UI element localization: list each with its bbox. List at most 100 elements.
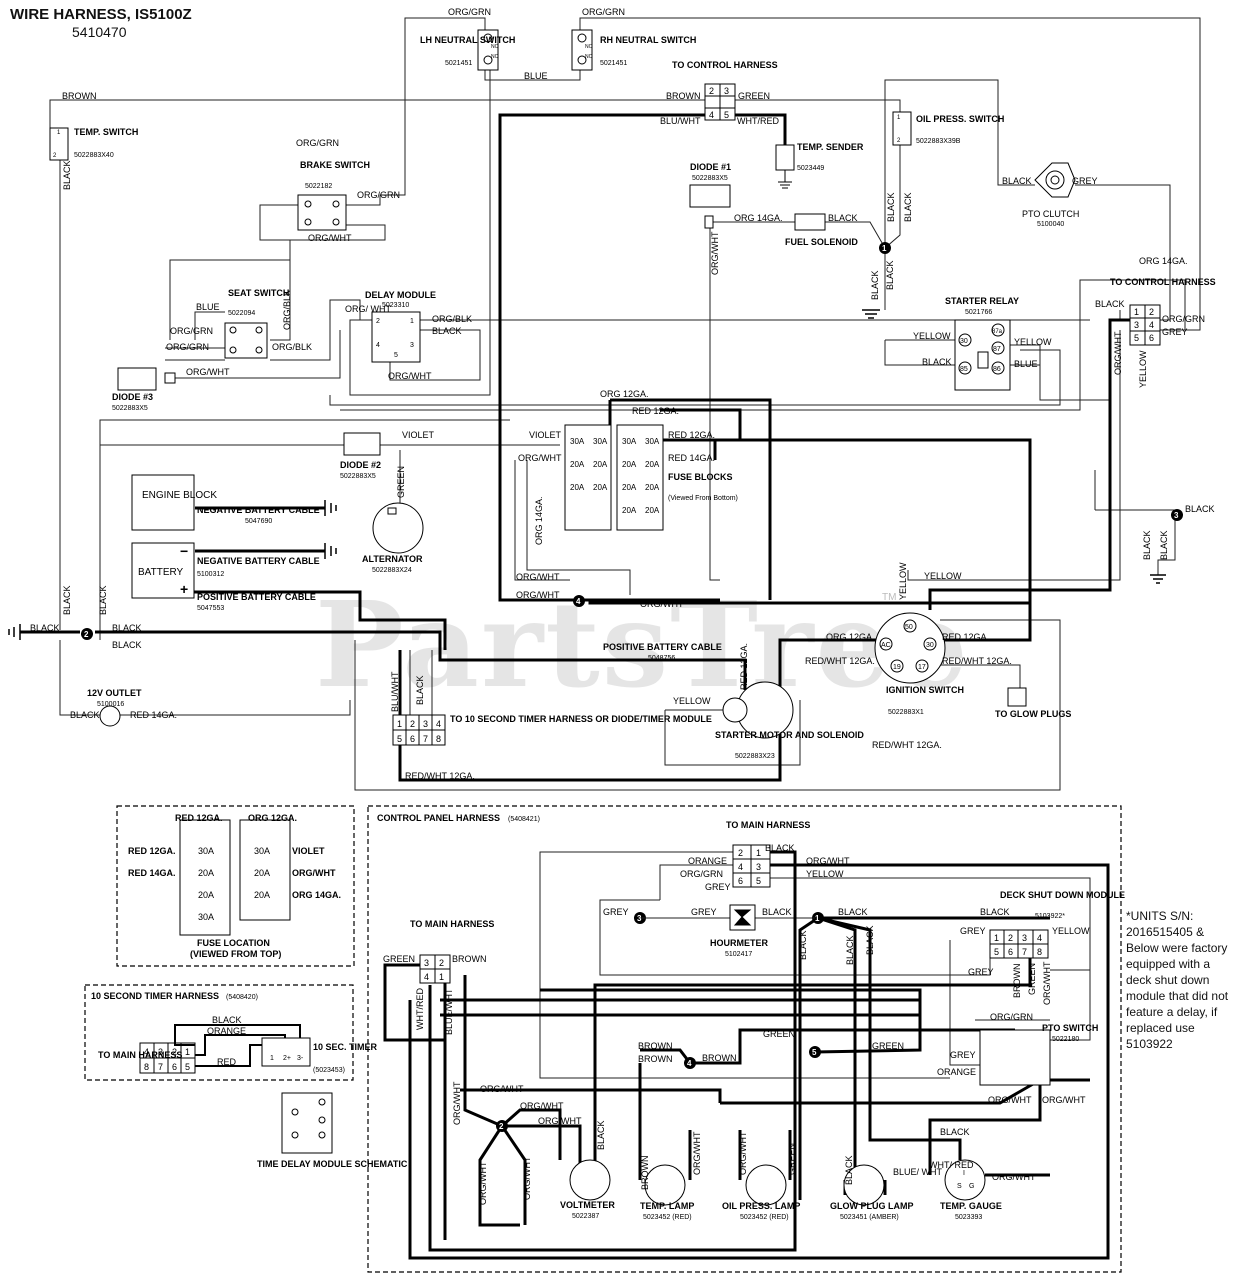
wire-label: BROWN bbox=[452, 954, 487, 964]
label-temp-switch: TEMP. SWITCH bbox=[74, 127, 138, 137]
wire-label: ORG/GRN bbox=[170, 326, 213, 336]
fuse-value: 20A bbox=[593, 460, 608, 469]
pn-starter-motor: 5022883X23 bbox=[735, 753, 775, 760]
wire-label: YELLOW bbox=[1138, 350, 1148, 388]
label-fuse-blocks: FUSE BLOCKS bbox=[668, 472, 733, 482]
oil-press-lamp-icon bbox=[745, 1164, 787, 1206]
wire-label: ORG/BLK bbox=[282, 290, 292, 330]
pin-label: 2+ bbox=[283, 1055, 291, 1062]
brake-switch-icon bbox=[297, 194, 347, 231]
wire-label: RED 14GA. bbox=[130, 710, 177, 720]
pn-delay-module: 5023310 bbox=[382, 302, 409, 309]
pn-battery: 5100312 bbox=[197, 571, 224, 578]
pin-label: 5 bbox=[994, 947, 999, 957]
wire-label: BLACK bbox=[940, 1127, 970, 1137]
pn-pos-cable2: 5048756 bbox=[648, 655, 675, 662]
temp-sender-icon bbox=[775, 144, 795, 171]
cp-thin-wires bbox=[539, 851, 1091, 1080]
battery-icon bbox=[131, 542, 195, 599]
pn-brake-switch: 5022182 bbox=[305, 183, 332, 190]
wire-label: BLACK bbox=[762, 907, 792, 917]
pn-hourmeter: 5102417 bbox=[725, 951, 752, 958]
wire-label: BLACK bbox=[798, 930, 808, 960]
wire-label: BLACK bbox=[922, 357, 952, 367]
wire-label: RED 14GA. bbox=[668, 453, 715, 463]
pin-label: 1 bbox=[57, 130, 61, 136]
fuel-solenoid-icon bbox=[794, 213, 826, 231]
pn-temp-gauge: 5023393 bbox=[955, 1214, 982, 1221]
pn-lh-neutral: 5021451 bbox=[445, 60, 472, 67]
wire-label: YELLOW bbox=[924, 571, 962, 581]
wire-label: GREY bbox=[1162, 327, 1188, 337]
wire-label: ORG/WHT bbox=[806, 856, 850, 866]
label-deck-module: DECK SHUT DOWN MODULE bbox=[1000, 890, 1125, 900]
pin-label: 3 bbox=[423, 719, 428, 729]
fuse-value: 30A bbox=[593, 437, 608, 446]
label-neg-cable1: NEGATIVE BATTERY CABLE bbox=[197, 505, 320, 515]
wire-label: RED 12GA. bbox=[668, 430, 715, 440]
pin-label: 17 bbox=[918, 664, 926, 671]
watermark-tm: TM bbox=[882, 592, 897, 603]
wire-label: BLUE bbox=[1014, 359, 1038, 369]
cp-components bbox=[139, 819, 1051, 1206]
node-label: 3 bbox=[637, 914, 642, 923]
wire-label: ORG/WHT bbox=[480, 1084, 524, 1094]
wire-label: RED 12GA. bbox=[942, 632, 989, 642]
wire-label: ORG/WHT bbox=[518, 453, 562, 463]
pn-oil-press: 5022883X39B bbox=[916, 138, 961, 145]
pn-pto-switch: 5022180 bbox=[1052, 1036, 1079, 1043]
wire-label: ORG/GRN bbox=[582, 7, 625, 17]
oil-press-switch-icon bbox=[892, 111, 912, 146]
wire-label: BLACK bbox=[844, 1155, 854, 1185]
wire-label: BLACK bbox=[1185, 504, 1215, 514]
pin-label: 50 bbox=[905, 624, 913, 631]
label-timer-conn: TO 10 SECOND TIMER HARNESS OR DIODE/TIME… bbox=[450, 714, 712, 724]
label-outlet: 12V OUTLET bbox=[87, 688, 142, 698]
wire-label: ORG/GRN bbox=[990, 1012, 1033, 1022]
pn-pto-clutch: 5100040 bbox=[1037, 221, 1064, 228]
cp-small-wires bbox=[174, 1024, 301, 1067]
wire-label: BLACK bbox=[828, 213, 858, 223]
wire-label: YELLOW bbox=[1052, 926, 1090, 936]
pin-label: 3 bbox=[1022, 933, 1027, 943]
wire-label: BROWN bbox=[638, 1041, 673, 1051]
wire-label: ORG/WHT bbox=[478, 1161, 488, 1205]
fuse-value: 20A bbox=[593, 483, 608, 492]
wire-label: BLACK bbox=[62, 585, 72, 615]
fuse-wire-label: ORG 12GA. bbox=[248, 813, 297, 823]
label-temp-sender: TEMP. SENDER bbox=[797, 142, 864, 152]
label-to-control-right: TO CONTROL HARNESS bbox=[1110, 277, 1216, 287]
wire-label: ORG/GRN bbox=[166, 342, 209, 352]
wire-label: BLACK bbox=[886, 192, 896, 222]
wire-label: ORG/WHT bbox=[516, 572, 560, 582]
label-diode1: DIODE #1 bbox=[690, 162, 731, 172]
pin-label: 2 bbox=[897, 138, 901, 144]
label-brake-switch: BRAKE SWITCH bbox=[300, 160, 370, 170]
wire-label: BLACK bbox=[415, 675, 425, 705]
wire-label: BLACK bbox=[765, 843, 795, 853]
label-voltmeter: VOLTMETER bbox=[560, 1200, 615, 1210]
pn-timer-harness: (5408420) bbox=[226, 994, 258, 1001]
wire-label: ORG/WHT bbox=[522, 1156, 532, 1200]
wire-label: ORG 12GA. bbox=[600, 389, 649, 399]
fuse-value: 20A bbox=[622, 460, 637, 469]
pin-label: 3 bbox=[756, 862, 761, 872]
pin-label: 2 bbox=[738, 848, 743, 858]
thin-wires bbox=[49, 17, 1201, 791]
wire-label: ORG/WHT bbox=[186, 367, 230, 377]
wire-label: BLACK bbox=[980, 907, 1010, 917]
fuse-location: 30A 20A 20A 30A 30A 20A 20A RED 12GA. RE… bbox=[128, 813, 341, 922]
pin-label: 1 bbox=[897, 115, 901, 121]
wire-label: WHT/RED bbox=[737, 116, 779, 126]
wire-label: ORG/GRN bbox=[448, 7, 491, 17]
label-ignition: IGNITION SWITCH bbox=[886, 685, 964, 695]
wire-label: GREY bbox=[691, 907, 717, 917]
pn-temp-switch: 5022883X40 bbox=[74, 152, 114, 159]
pin-label: 3- bbox=[297, 1055, 304, 1062]
wire-label: BROWN bbox=[702, 1053, 737, 1063]
node-label: 1 bbox=[815, 914, 820, 923]
fuse-wire-label: RED 14GA. bbox=[128, 868, 176, 878]
pin-label: 87 bbox=[993, 346, 1001, 353]
label-fuel-solenoid: FUEL SOLENOID bbox=[785, 237, 858, 247]
wire-label: BLACK bbox=[1095, 299, 1125, 309]
